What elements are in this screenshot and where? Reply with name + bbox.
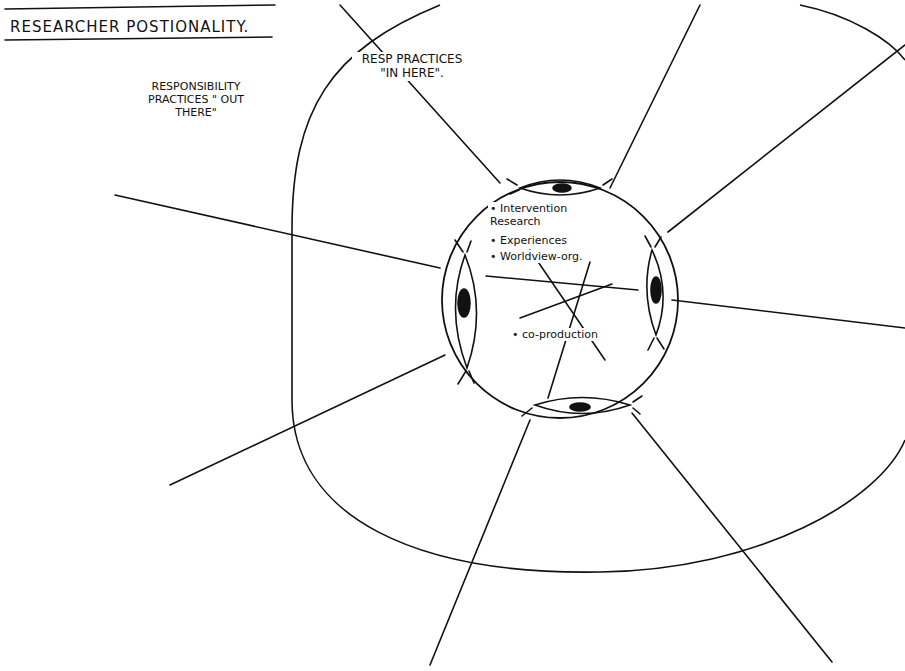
pupil: [553, 184, 571, 192]
eye-sphere: • Intervention Research • Experiences • Wo…: [438, 178, 682, 422]
eyelash: [657, 338, 664, 349]
region-outline: [292, 5, 905, 572]
text-anchor: RESEARCHER POSTIONALITY.: [8, 18, 251, 36]
ray: [672, 300, 905, 328]
pupil: [458, 289, 470, 317]
ray: [610, 5, 700, 188]
ray: [340, 5, 500, 183]
eyelash: [467, 241, 471, 252]
eyelash: [458, 371, 466, 384]
rule-line: [5, 5, 275, 9]
underline: [5, 37, 272, 40]
ray: [632, 413, 832, 662]
eye: [647, 250, 663, 335]
note-label: RESPONSIBILITY PRACTICES " OUT THERE": [146, 80, 246, 120]
text-anchor: • Experiences: [488, 234, 588, 247]
eyelash: [455, 240, 463, 252]
eyelash: [507, 179, 517, 185]
pupil: [570, 403, 590, 411]
inner-ray: [486, 276, 638, 290]
text-anchor: RESP PRACTICES "IN HERE".: [352, 52, 472, 81]
ray: [115, 195, 440, 268]
eyelash: [633, 408, 640, 414]
eyelash: [648, 338, 654, 350]
text-anchor: • Intervention Research: [488, 202, 578, 228]
text-anchor: • Worldview-org.: [488, 250, 598, 263]
text-anchor: • co-production: [510, 328, 620, 341]
node-text: • Intervention Research: [488, 202, 578, 228]
node-text: RESP PRACTICES "IN HERE".: [352, 52, 472, 81]
rays: [115, 5, 905, 665]
eyelash: [633, 396, 642, 402]
eyes: [455, 179, 664, 416]
diagram-title: RESEARCHER POSTIONALITY.: [8, 18, 251, 36]
node-text: • Worldview-org.: [488, 250, 585, 263]
node-text: • co-production: [510, 328, 600, 341]
label-anchor: RESPONSIBILITY PRACTICES " OUT THERE": [146, 80, 246, 120]
ray: [668, 45, 905, 232]
node-outline: [290, 0, 905, 575]
sphere-outline: [442, 182, 678, 418]
eyelash: [603, 179, 612, 185]
eye: [455, 255, 476, 368]
eye: [535, 398, 630, 414]
practice-region: RESP PRACTICES "IN HERE". • Intervention …: [290, 0, 905, 575]
inner-ray: [520, 284, 612, 318]
pupil: [651, 277, 661, 303]
inner-ray: [530, 250, 605, 360]
eyelash: [645, 236, 651, 247]
node-text: • Experiences: [488, 234, 569, 247]
ray: [430, 420, 530, 665]
